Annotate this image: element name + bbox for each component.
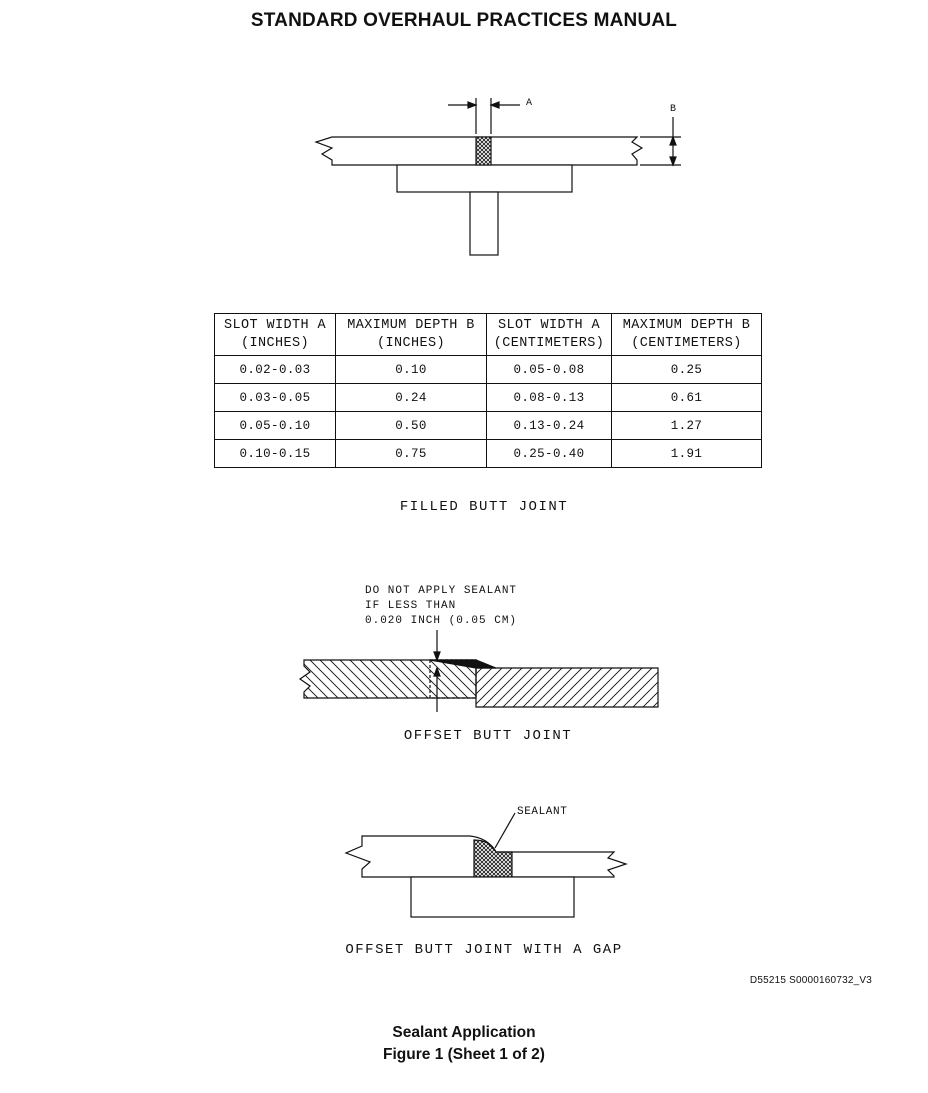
header-slot-width-cm: SLOT WIDTH A(CENTIMETERS)	[486, 313, 612, 356]
table-cell: 1.27	[611, 411, 762, 440]
table-cell: 0.24	[335, 383, 487, 412]
table-cell: 0.50	[335, 411, 487, 440]
table-cell: 0.25-0.40	[486, 439, 612, 468]
header-max-depth-inches: MAXIMUM DEPTH B(INCHES)	[335, 313, 487, 356]
table-cell: 0.61	[611, 383, 762, 412]
label-a: A	[526, 98, 533, 109]
table-row: 0.02-0.03 0.10 0.05-0.08 0.25	[214, 355, 762, 384]
filled-butt-joint-caption: FILLED BUTT JOINT	[399, 499, 569, 515]
figure-title: Sealant Application	[392, 1024, 536, 1041]
table-cell: 0.10-0.15	[214, 439, 336, 468]
offset-butt-joint-caption: OFFSET BUTT JOINT	[403, 728, 573, 744]
header-slot-width-inches: SLOT WIDTH A(INCHES)	[214, 313, 336, 356]
table-row: 0.10-0.15 0.75 0.25-0.40 1.91	[214, 439, 762, 468]
table-cell: 0.75	[335, 439, 487, 468]
sealant-warning-note: DO NOT APPLY SEALANT IF LESS THAN 0.020 …	[365, 585, 518, 627]
figure-subtitle: Figure 1 (Sheet 1 of 2)	[383, 1046, 545, 1063]
table-cell: 0.08-0.13	[486, 383, 612, 412]
table-cell: 0.25	[611, 355, 762, 384]
label-b: B	[670, 104, 677, 115]
table-cell: 0.02-0.03	[214, 355, 336, 384]
table-cell: 0.03-0.05	[214, 383, 336, 412]
sealant-label: SEALANT	[517, 806, 568, 818]
offset-butt-joint-diagram	[298, 630, 659, 712]
sealant-depth-table: SLOT WIDTH A(INCHES) MAXIMUM DEPTH B(INC…	[214, 313, 762, 468]
table-row: 0.05-0.10 0.50 0.13-0.24 1.27	[214, 411, 762, 440]
table-cell: 0.10	[335, 355, 487, 384]
table-row: 0.03-0.05 0.24 0.08-0.13 0.61	[214, 383, 762, 412]
table-cell: 0.05-0.08	[486, 355, 612, 384]
table-cell: 0.05-0.10	[214, 411, 336, 440]
offset-butt-joint-gap-caption: OFFSET BUTT JOINT WITH A GAP	[345, 942, 623, 958]
document-id: D55215 S0000160732_V3	[749, 975, 872, 986]
offset-butt-joint-gap-diagram	[344, 812, 628, 918]
table-header-row: SLOT WIDTH A(INCHES) MAXIMUM DEPTH B(INC…	[214, 313, 762, 356]
table-cell: 1.91	[611, 439, 762, 468]
table-cell: 0.13-0.24	[486, 411, 612, 440]
page-header: STANDARD OVERHAUL PRACTICES MANUAL	[250, 10, 678, 31]
filled-butt-joint-diagram	[314, 98, 681, 256]
header-max-depth-cm: MAXIMUM DEPTH B(CENTIMETERS)	[611, 313, 762, 356]
